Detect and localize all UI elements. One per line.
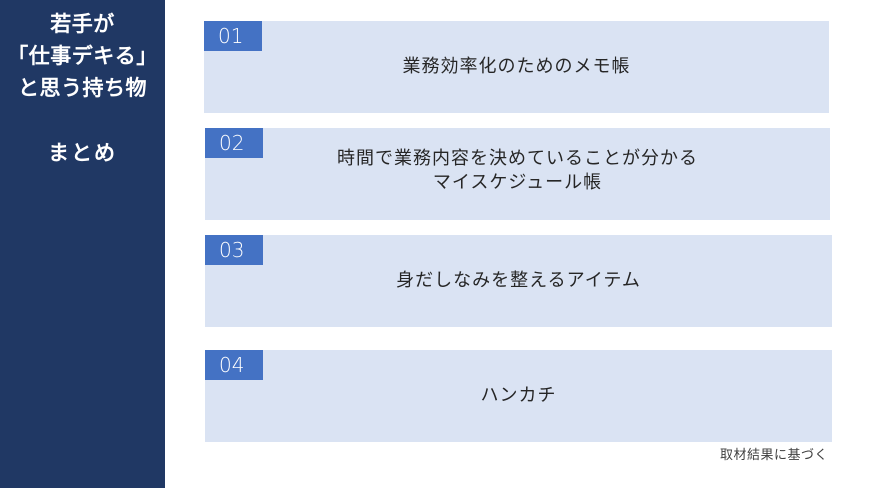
item-text-line: ハンカチ <box>480 385 557 406</box>
title-line-3: と思う持ち物 <box>18 76 147 100</box>
slide-title: 若手が 「仕事デキる」 と思う持ち物 <box>0 8 165 104</box>
list-item-01: 01 業務効率化のためのメモ帳 <box>204 21 829 113</box>
item-text: ハンカチ <box>205 350 832 442</box>
slide-subtitle: まとめ <box>48 141 117 165</box>
item-number-badge: 02 <box>205 128 263 158</box>
title-line-2: 「仕事デキる」 <box>7 44 158 68</box>
item-text: 業務効率化のためのメモ帳 <box>204 21 829 113</box>
item-number-badge: 03 <box>205 235 263 265</box>
list-item-04: 04 ハンカチ <box>205 350 832 442</box>
item-text-line: 業務効率化のためのメモ帳 <box>402 56 631 77</box>
sidebar-panel: 若手が 「仕事デキる」 と思う持ち物 まとめ <box>0 0 165 488</box>
source-note: 取材結果に基づく <box>719 448 828 463</box>
item-text: 身だしなみを整えるアイテム <box>205 235 832 327</box>
list-item-03: 03 身だしなみを整えるアイテム <box>205 235 832 327</box>
title-line-1: 若手が <box>50 12 115 36</box>
item-text-line: 身だしなみを整えるアイテム <box>396 270 641 291</box>
item-text: 時間で業務内容を決めていることが分かる マイスケジュール帳 <box>205 128 830 220</box>
item-text-line: 時間で業務内容を決めていることが分かる <box>337 148 698 169</box>
item-number-badge: 01 <box>204 21 262 51</box>
list-item-02: 02 時間で業務内容を決めていることが分かる マイスケジュール帳 <box>205 128 830 220</box>
item-number-badge: 04 <box>205 350 263 380</box>
item-text-line: マイスケジュール帳 <box>432 172 603 193</box>
